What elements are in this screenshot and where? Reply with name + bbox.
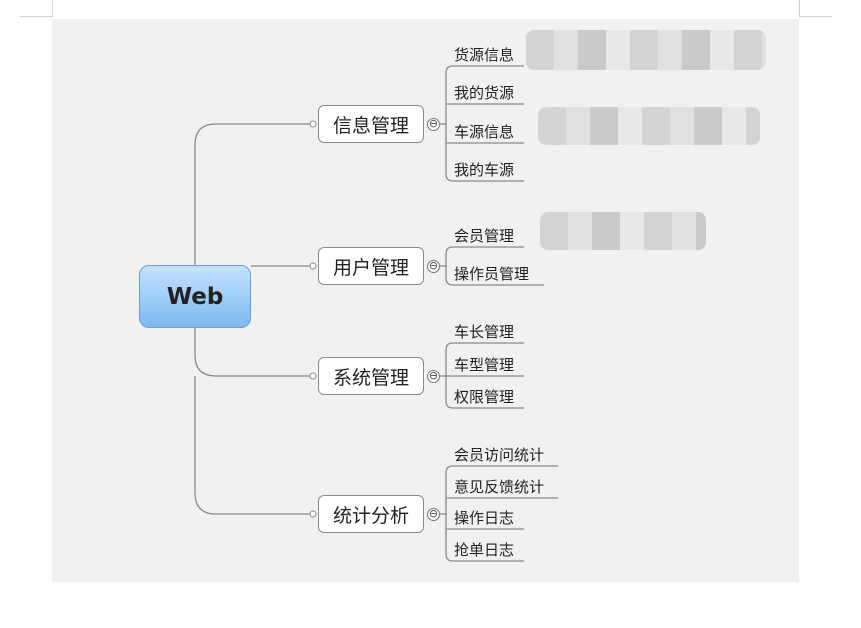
branch-node-tongji[interactable]: 统计分析 <box>318 495 424 533</box>
leaf-node[interactable]: 我的货源 <box>454 84 515 102</box>
leaf-node[interactable]: 会员管理 <box>454 227 515 245</box>
connector-dot <box>309 510 317 518</box>
trunk-to-tongji <box>194 376 313 515</box>
redacted-area <box>526 30 766 70</box>
connector-dot <box>309 120 317 128</box>
leaf-node[interactable]: 车型管理 <box>454 356 515 374</box>
leaf-node[interactable]: 车源信息 <box>454 123 515 141</box>
trunk-to-xinxi <box>194 123 313 265</box>
collapse-toggle-icon[interactable]: ⊖ <box>427 117 440 131</box>
page-corner-left <box>20 0 53 17</box>
root-node[interactable]: Web <box>139 265 251 328</box>
redacted-area <box>540 212 706 250</box>
leaf-node[interactable]: 权限管理 <box>454 388 515 406</box>
page-corner-right <box>799 0 832 17</box>
leaf-node[interactable]: 车长管理 <box>454 323 515 341</box>
leaf-node[interactable]: 抢单日志 <box>454 541 515 559</box>
leaf-node[interactable]: 意见反馈统计 <box>454 478 545 496</box>
redacted-area <box>538 107 760 145</box>
branch-node-xinxi[interactable]: 信息管理 <box>318 105 424 143</box>
collapse-toggle-icon[interactable]: ⊖ <box>427 369 440 383</box>
connector-dot <box>309 372 317 380</box>
leaf-node[interactable]: 会员访问统计 <box>454 446 545 464</box>
leaf-node[interactable]: 操作日志 <box>454 509 515 527</box>
leaf-node[interactable]: 我的车源 <box>454 161 515 179</box>
branch-node-xitong[interactable]: 系统管理 <box>318 357 424 395</box>
collapse-toggle-icon[interactable]: ⊖ <box>427 259 440 273</box>
trunk-to-xitong <box>194 328 313 377</box>
leaf-node[interactable]: 货源信息 <box>454 46 515 64</box>
leaf-node[interactable]: 操作员管理 <box>454 265 530 283</box>
collapse-toggle-icon[interactable]: ⊖ <box>427 507 440 521</box>
connector-dot <box>309 262 317 270</box>
branch-node-yonghu[interactable]: 用户管理 <box>318 247 424 285</box>
